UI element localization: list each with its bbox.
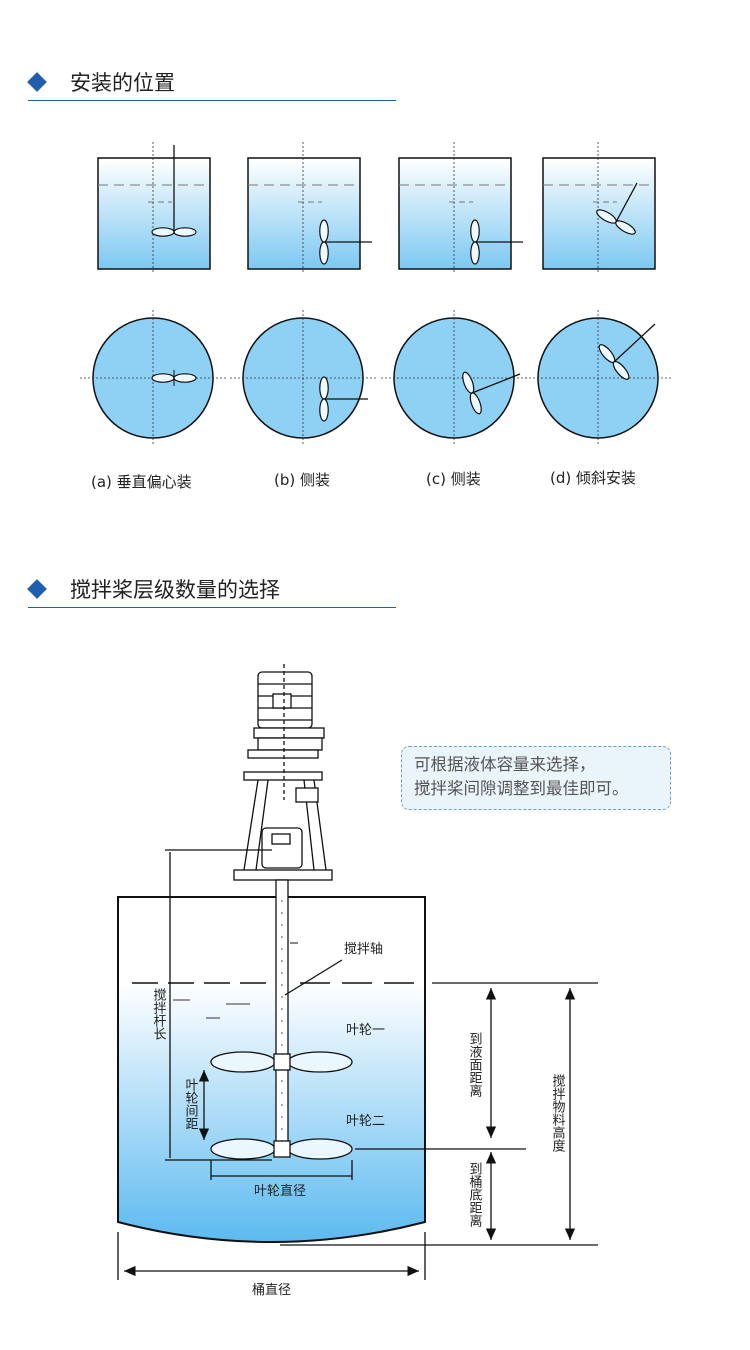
- impeller-1: [210, 1051, 353, 1073]
- label-tank-diameter: 桶直径: [252, 1283, 291, 1298]
- tank-top-c: [381, 310, 527, 446]
- motor-assembly: [233, 664, 333, 881]
- diamond-icon: [27, 579, 47, 599]
- tank-side-c: [398, 142, 523, 272]
- diamond-icon: [27, 72, 47, 92]
- label-impeller-1: 叶轮一: [346, 1023, 385, 1038]
- installation-positions-diagram: [80, 142, 671, 446]
- tank-top-b: [230, 310, 376, 446]
- caption-d: (d) 倾斜安装: [550, 469, 636, 487]
- stirring-shaft: [275, 879, 298, 1157]
- note-line-2: 搅拌桨间隙调整到最佳即可。: [414, 779, 629, 798]
- label-impeller-spacing: 叶轮间距: [183, 1078, 199, 1130]
- caption-a: (a) 垂直偏心装: [91, 473, 192, 491]
- label-impeller-2: 叶轮二: [346, 1114, 385, 1129]
- label-shaft: 搅拌轴: [344, 941, 383, 957]
- label-to-bottom: 到桶底距离: [467, 1162, 483, 1227]
- tank-side-d: [542, 142, 656, 272]
- caption-c: (c) 侧装: [426, 470, 481, 488]
- agitator-tank-diagram: 搅拌轴 叶轮一 叶轮二 叶轮直径 桶直径 搅拌杆长 叶轮间距 到液面距离 到桶底…: [117, 664, 598, 1298]
- label-material-height: 搅拌物料高度: [550, 1073, 566, 1152]
- section-header-positions: 安装的位置: [27, 70, 396, 101]
- section-title-positions: 安装的位置: [70, 71, 175, 95]
- label-to-surface: 到液面距离: [467, 1032, 483, 1097]
- tank-side-b: [247, 142, 372, 272]
- tank-top-a: [80, 310, 226, 446]
- shaft-leader: [284, 959, 343, 996]
- note-line-1: 可根据液体容量来选择，: [414, 755, 596, 774]
- tank-body: [117, 896, 426, 1243]
- caption-b: (b) 侧装: [274, 471, 330, 489]
- impeller-2: [210, 1138, 353, 1160]
- section-title-layers: 搅拌桨层级数量的选择: [70, 578, 280, 602]
- note-box: 可根据液体容量来选择， 搅拌桨间隙调整到最佳即可。: [401, 746, 671, 810]
- tank-top-d: [525, 310, 671, 446]
- section-header-layers: 搅拌桨层级数量的选择: [27, 577, 396, 608]
- label-rod-length: 搅拌杆长: [151, 987, 167, 1040]
- label-impeller-diameter: 叶轮直径: [254, 1184, 306, 1199]
- tank-side-a: [97, 142, 211, 272]
